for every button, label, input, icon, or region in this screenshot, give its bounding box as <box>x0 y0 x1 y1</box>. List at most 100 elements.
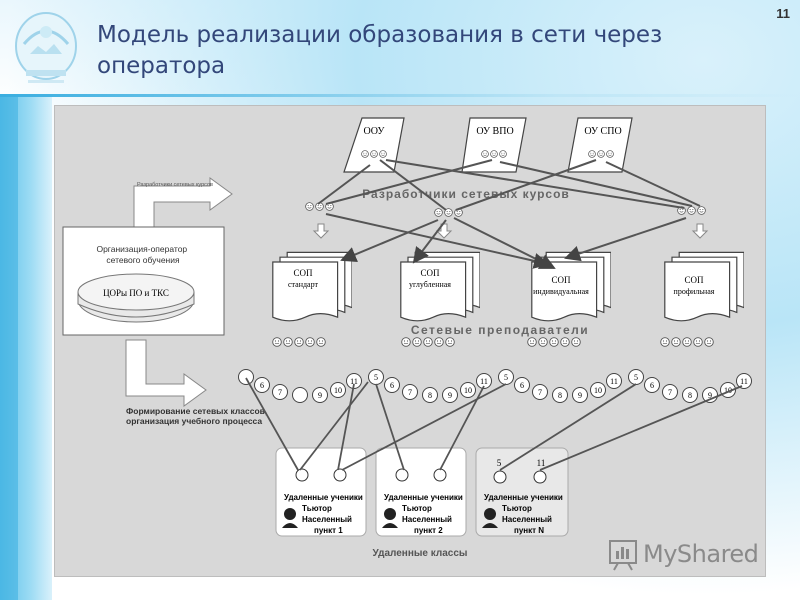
class-links <box>245 377 743 471</box>
institution-ou-vpo: ОУ ВПО <box>461 117 527 173</box>
svg-text:Организация-оператор сет: Организация-оператор сетевого обучения <box>96 244 189 265</box>
classes-label: Удаленные классы <box>373 548 468 559</box>
svg-text:пункт 1: пункт 1 <box>314 526 343 535</box>
number-circle <box>384 377 400 393</box>
down-arrows <box>312 223 709 239</box>
number-circle-label: 7 <box>408 388 412 397</box>
number-circle <box>514 377 530 393</box>
remote-class-n: 5 11 Удаленные ученики Тьютор Населенный… <box>475 447 569 537</box>
number-circle <box>254 377 270 393</box>
number-circle-label: 11 <box>740 377 748 386</box>
institution-oou: ООУ <box>343 117 405 173</box>
slide-title: Модель реализации образования в сети чер… <box>97 22 663 79</box>
svg-text:Тьютор: Тьютор <box>302 504 332 513</box>
svg-text:Тьютор: Тьютор <box>402 504 432 513</box>
number-circle <box>402 384 418 400</box>
number-circle <box>422 387 438 403</box>
number-circle-label: 7 <box>538 388 542 397</box>
teachers-label: Сетевые преподаватели <box>411 323 589 337</box>
institution-label: ОУ СПО <box>584 126 621 137</box>
sop-profile: СОП профильная <box>664 251 744 322</box>
number-circle <box>460 382 476 398</box>
operator-box: Организация-оператор сетевого обучения Ц… <box>62 226 225 336</box>
number-circle <box>476 373 492 389</box>
remote-class-1: Удаленные ученики Тьютор Населенный пунк… <box>275 447 367 537</box>
number-circle-label: 7 <box>278 388 282 397</box>
number-circle-label: 9 <box>578 391 582 400</box>
svg-text:СОП: СОП <box>551 275 571 285</box>
svg-text:СОП: СОП <box>293 268 313 278</box>
number-circle <box>442 387 458 403</box>
developers-arrow: Разработчики сетевых курсов <box>133 177 233 229</box>
number-circle-label: 9 <box>318 391 322 400</box>
svg-text:Удаленные ученики: Удаленные ученики <box>284 493 363 502</box>
svg-text:СОП: СОП <box>684 275 704 285</box>
number-circle-label: 11 <box>480 377 488 386</box>
number-circle-label: 6 <box>390 381 394 390</box>
number-circle <box>702 387 718 403</box>
number-circle <box>312 387 328 403</box>
emblem-logo <box>15 12 77 83</box>
number-circle-label: 6 <box>650 381 654 390</box>
number-circle <box>572 387 588 403</box>
left-decor-stripe <box>0 95 18 600</box>
institution-ou-spo: ОУ СПО <box>567 117 633 173</box>
svg-text:11: 11 <box>537 458 546 468</box>
title-underline <box>0 94 800 97</box>
svg-text:СОП: СОП <box>420 268 440 278</box>
number-circle-label: 11 <box>610 377 618 386</box>
number-circle <box>292 387 308 403</box>
number-circle-label: 7 <box>668 388 672 397</box>
svg-text:5: 5 <box>497 458 502 468</box>
institution-links <box>317 159 701 211</box>
forming-arrow <box>125 339 207 407</box>
svg-text:пункт 2: пункт 2 <box>414 526 443 535</box>
svg-text:Тьютор: Тьютор <box>502 504 532 513</box>
svg-text:пункт N: пункт N <box>514 526 544 535</box>
number-circle <box>330 382 346 398</box>
number-circle <box>606 373 622 389</box>
svg-text:стандарт: стандарт <box>288 280 318 289</box>
sop-individual: СОП индивидуальная <box>531 251 611 322</box>
number-circle <box>662 384 678 400</box>
number-circle-label: 8 <box>428 391 432 400</box>
sop-standard: СОП стандарт <box>272 251 352 322</box>
slide-number: 11 <box>776 6 790 21</box>
number-circle-label: 9 <box>448 391 452 400</box>
number-circle <box>238 369 254 385</box>
svg-text:Населенный: Населенный <box>302 515 352 524</box>
number-circle <box>682 387 698 403</box>
svg-text:индивидуальная: индивидуальная <box>533 287 589 296</box>
operator-center-label: ЦОРы ПО и ТКС <box>103 288 169 298</box>
forming-label: Формирование сетевых классов, организаци… <box>126 406 270 426</box>
number-circle-label: 10 <box>464 386 472 395</box>
developers-arrow-label: Разработчики сетевых курсов <box>137 182 213 188</box>
teacher-faces <box>272 337 714 347</box>
svg-text:профильная: профильная <box>674 287 715 296</box>
sop-links <box>325 213 687 269</box>
number-circle-label: 6 <box>520 381 524 390</box>
institution-label: ООУ <box>364 126 386 137</box>
number-circle-label: 10 <box>594 386 602 395</box>
number-circle <box>532 384 548 400</box>
svg-text:Удаленные ученики: Удаленные ученики <box>384 493 463 502</box>
number-circle <box>590 382 606 398</box>
number-circle-label: 5 <box>634 373 638 382</box>
number-circle-label: 11 <box>350 377 358 386</box>
number-circle-label: 8 <box>558 391 562 400</box>
number-circle-label: 8 <box>688 391 692 400</box>
number-circle-label: 5 <box>374 373 378 382</box>
number-circle <box>272 384 288 400</box>
number-circle-label: 5 <box>504 373 508 382</box>
institution-label: ОУ ВПО <box>476 126 513 137</box>
number-circle <box>644 377 660 393</box>
number-circle-label: 10 <box>334 386 342 395</box>
svg-text:Населенный: Населенный <box>402 515 452 524</box>
watermark-text: MyShared <box>643 540 759 568</box>
sop-advanced: СОП углубленная <box>400 251 480 322</box>
developers-label: Разработчики сетевых курсов <box>362 187 570 201</box>
developer-faces <box>305 202 706 217</box>
number-circle <box>736 373 752 389</box>
